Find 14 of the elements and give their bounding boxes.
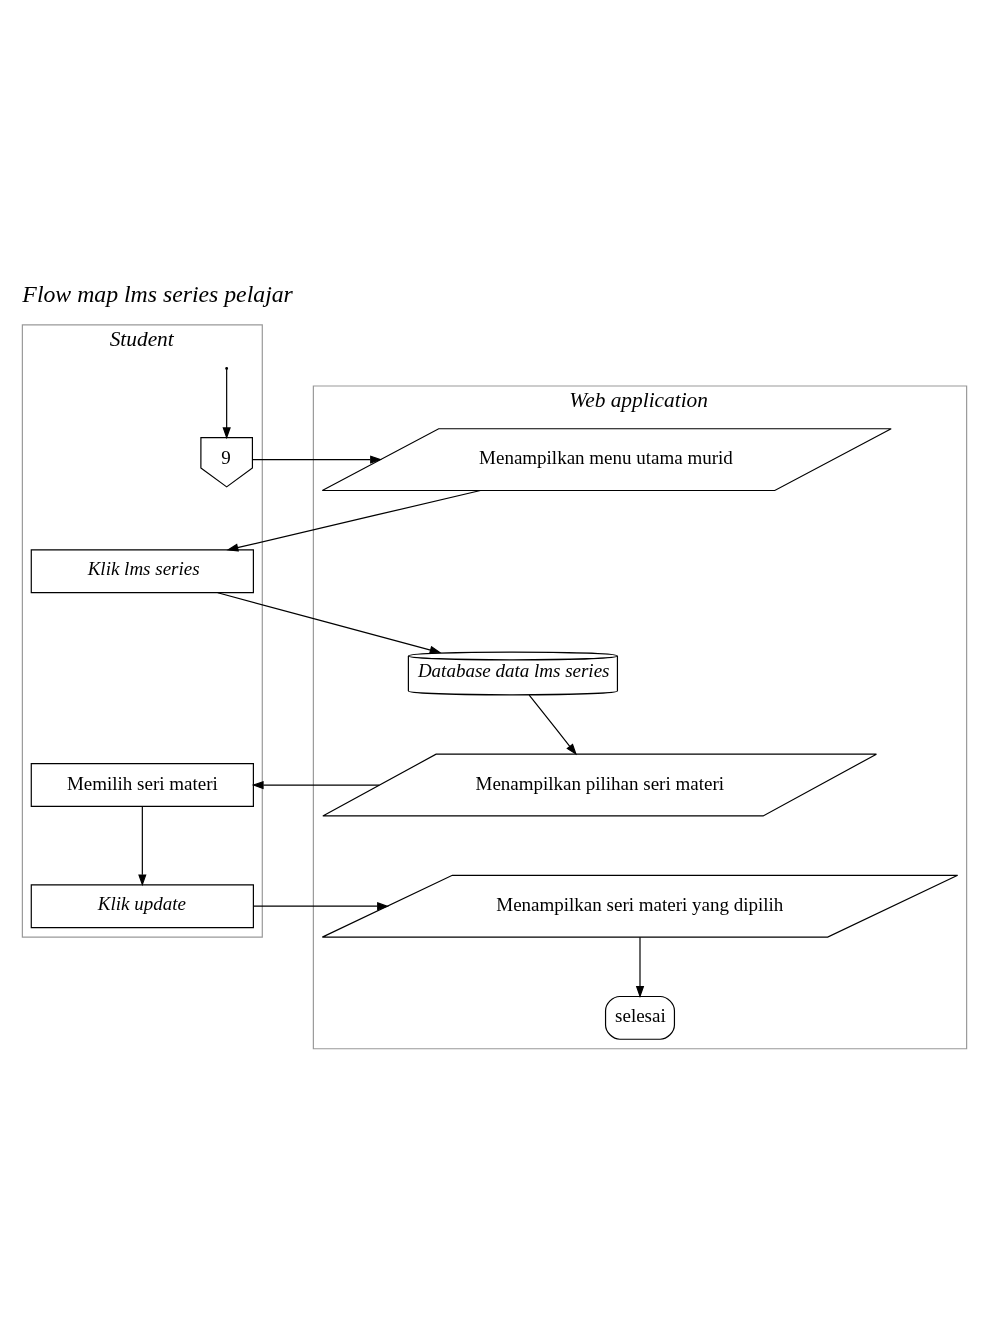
arrow — [138, 805, 147, 886]
node-box: Klik update — [30, 883, 254, 928]
arrow — [635, 936, 645, 998]
node-box: Klik lms series — [30, 548, 254, 593]
arrow — [528, 694, 577, 755]
node-box: selesai — [604, 995, 676, 1040]
diagram-title: Flow map lms series pelajar — [22, 280, 293, 307]
node-box: Memilih seri materi — [30, 762, 254, 807]
arrow — [251, 780, 380, 789]
arrow — [217, 591, 442, 654]
arrow — [253, 901, 389, 910]
arrow — [222, 368, 231, 439]
arrow — [252, 454, 383, 464]
arrow — [226, 489, 482, 552]
